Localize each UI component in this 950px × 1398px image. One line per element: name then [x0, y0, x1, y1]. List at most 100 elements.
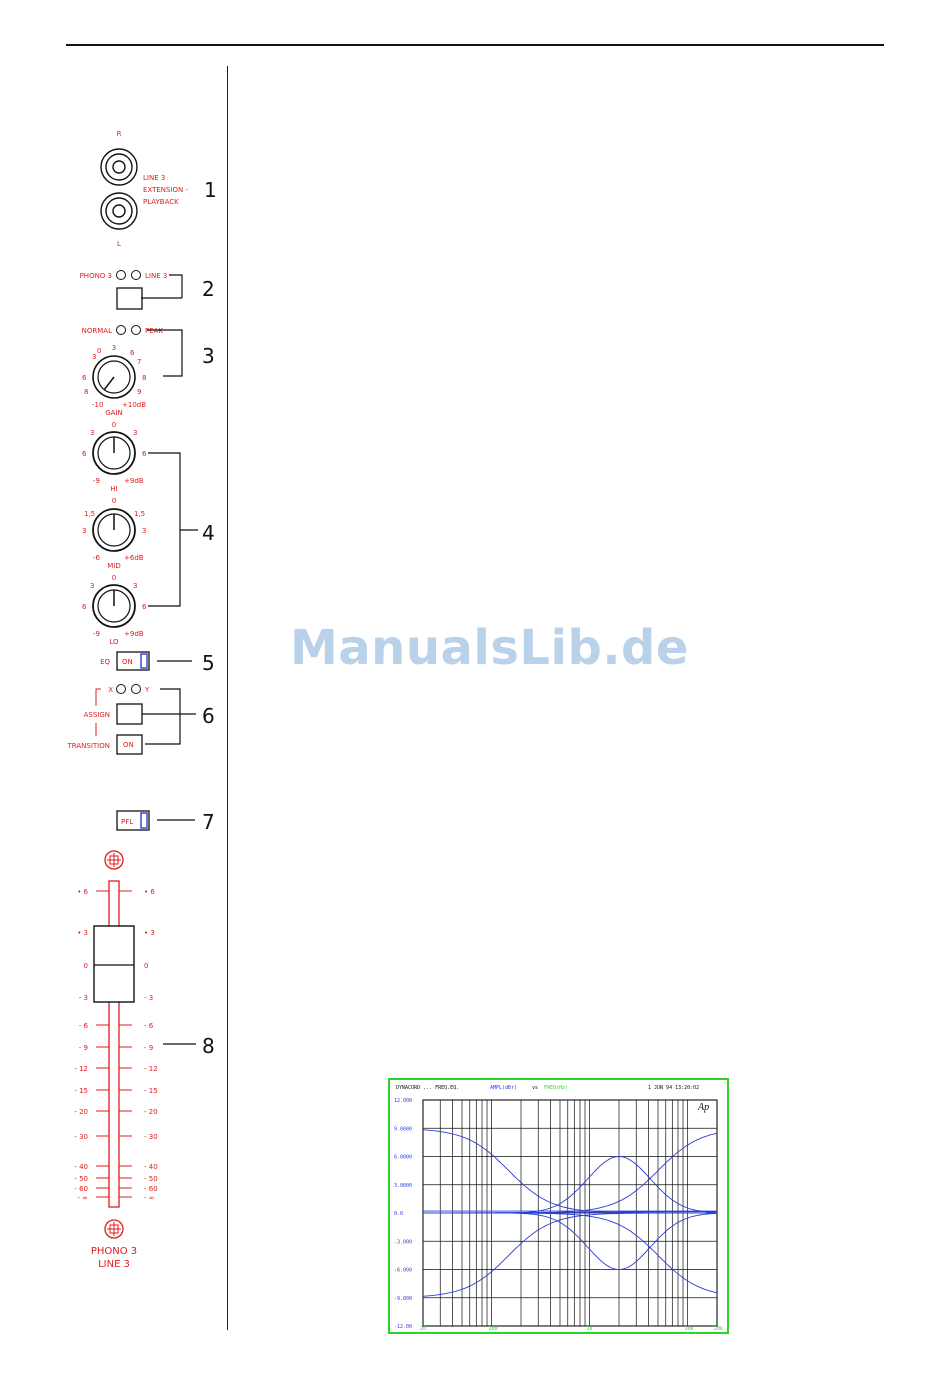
eq-mid-scale-l1: 1,5	[84, 510, 95, 518]
transition-on-text: ON	[123, 741, 134, 749]
fader-scale-label-left: - ∞	[77, 1194, 88, 1202]
source-select-button[interactable]	[116, 287, 143, 310]
eq-mid-max: +6dB	[124, 554, 144, 562]
strip-divider-line	[227, 66, 228, 1330]
eq-mid-min: -6	[93, 554, 101, 562]
eq-hi-scale-top: 0	[112, 421, 116, 429]
graph-header-mid-c: FREQ(Hz)	[544, 1085, 569, 1091]
fader-scale-label-left: • 3	[77, 929, 88, 937]
graph-x-tick: 1k	[586, 1326, 592, 1332]
line3-led	[131, 270, 141, 280]
pfl-button[interactable]	[116, 810, 150, 831]
eq-hi-min: -9	[93, 477, 100, 485]
fader-scale-label-right: - 40	[144, 1163, 158, 1171]
graph-header-left: DYNACORD ... FREQ.EQ.	[396, 1085, 460, 1091]
graph-y-tick: 12.000	[394, 1098, 412, 1104]
fader-scale-label-right: - ∞	[144, 1194, 155, 1202]
eq-switch-label: EQ	[100, 658, 110, 666]
jack-r-label: R	[117, 130, 122, 138]
graph-y-tick: -3.000	[394, 1239, 412, 1245]
eq-on-text: ON	[122, 658, 133, 666]
phono3-led	[116, 270, 126, 280]
eq-mid-scale-r2: 3	[142, 527, 146, 535]
eq-hi-scale-r1: 3	[133, 429, 137, 437]
graph-response-curve	[422, 1212, 717, 1297]
fader-scale-label-right: - 50	[144, 1175, 158, 1183]
eq-lo: 0 3 6 3 6 -9 +9dB LO	[82, 574, 147, 646]
assign-button[interactable]	[116, 703, 143, 725]
fader-scale-label-right: • 6	[144, 888, 155, 896]
eq-lo-scale-r2: 6	[142, 603, 147, 611]
fader-scale-label-left: 0	[84, 962, 88, 970]
page-top-rule	[66, 44, 884, 46]
transition-label: TRANSITION	[67, 742, 110, 750]
pfl-text: PFL	[121, 818, 133, 826]
eq-lo-scale-top: 0	[112, 574, 116, 582]
graph-curves	[422, 1129, 718, 1297]
gain-knob[interactable]	[92, 355, 136, 399]
eq-mid: 0 1,5 3 1,5 3 -6 +6dB MID	[82, 497, 146, 570]
fader-scale-label-left: - 50	[74, 1175, 88, 1183]
eq-lo-label: LO	[109, 638, 119, 646]
callout-1: 1	[204, 178, 217, 202]
eq-lo-scale-l1: 3	[90, 582, 94, 590]
watermark: ManualsLib.de	[290, 620, 689, 676]
fader-scale-label-left: - 9	[79, 1044, 88, 1052]
assign-bracket-red	[95, 688, 101, 706]
fader-bottom-screw-icon	[104, 1219, 124, 1239]
eq-mid-scale-r1: 1,5	[134, 510, 145, 518]
transition-on-button[interactable]	[116, 734, 143, 755]
eq-mid-scale-l2: 3	[82, 527, 86, 535]
eq-hi-knob[interactable]	[92, 431, 136, 475]
callout-8: 8	[202, 1034, 215, 1058]
jack-caption-2: EXTENSION -	[143, 186, 189, 194]
gain-scale-l4: 8	[84, 388, 88, 396]
gain-scale-r3: 8	[142, 374, 146, 382]
peak-led-label: PEAK	[145, 327, 163, 335]
graph-response-curve	[423, 1132, 718, 1214]
fader-top-screw-icon	[104, 850, 124, 870]
fader-scale-label-right: • 3	[144, 929, 155, 937]
eq-lo-max: +9dB	[124, 630, 144, 638]
jack-caption-1: LINE 3	[143, 174, 165, 182]
gain-max-label: +10dB	[122, 401, 146, 409]
fader-scale-label-left: - 12	[74, 1065, 88, 1073]
eq-mid-knob[interactable]	[92, 508, 136, 552]
fader-scale-label-right: - 20	[144, 1108, 158, 1116]
eq-lo-scale-r1: 3	[133, 582, 137, 590]
eq-hi-scale-l2: 6	[82, 450, 87, 458]
eq-hi-scale-r2: 6	[142, 450, 147, 458]
fader-scale-label-left: - 20	[74, 1108, 88, 1116]
eq-on-button[interactable]	[116, 651, 150, 671]
fader-knob[interactable]	[93, 925, 135, 1003]
assign-x-led	[116, 684, 126, 694]
eq-lo-knob[interactable]	[92, 584, 136, 628]
graph-y-tick: 9.0000	[394, 1126, 412, 1132]
callout-4: 4	[202, 521, 215, 545]
channel-strip-diagram: R L LINE 3 EXTENSION - PLAYBACK PHONO 3 …	[67, 130, 198, 1270]
graph-y-tick: 6.0000	[394, 1155, 412, 1161]
graph-response-curve	[423, 1212, 718, 1294]
line3-led-label: LINE 3	[145, 272, 167, 280]
eq-lo-scale-l2: 6	[82, 603, 87, 611]
graph-plot: 12.0009.00006.00003.00000.0-3.000-6.000-…	[394, 1098, 723, 1332]
fader-scale-label-right: - 30	[144, 1133, 158, 1141]
graph-y-tick: -12.00	[394, 1324, 412, 1330]
graph-y-labels: 12.0009.00006.00003.00000.0-3.000-6.000-…	[394, 1098, 412, 1330]
gain-scale-l3: 6	[82, 374, 87, 382]
graph-y-tick: 3.0000	[394, 1183, 412, 1189]
channel-name-line3: LINE 3	[98, 1259, 130, 1270]
gain-scale-top: 3	[112, 344, 116, 352]
callout-6: 6	[202, 704, 215, 728]
eq-hi-label: HI	[110, 485, 117, 493]
callout-5: 5	[202, 651, 215, 675]
eq-hi: 0 3 6 3 6 -9 +9dB HI	[82, 421, 147, 493]
fader-scale-label-right: 0	[144, 962, 148, 970]
phono3-led-label: PHONO 3	[80, 272, 112, 280]
assign-label: ASSIGN	[84, 711, 110, 719]
callout-3: 3	[202, 344, 215, 368]
graph-x-tick: 10k	[684, 1326, 693, 1332]
fader-scale-label-left: • 6	[77, 888, 88, 896]
graph-y-tick: -9.000	[394, 1296, 412, 1302]
